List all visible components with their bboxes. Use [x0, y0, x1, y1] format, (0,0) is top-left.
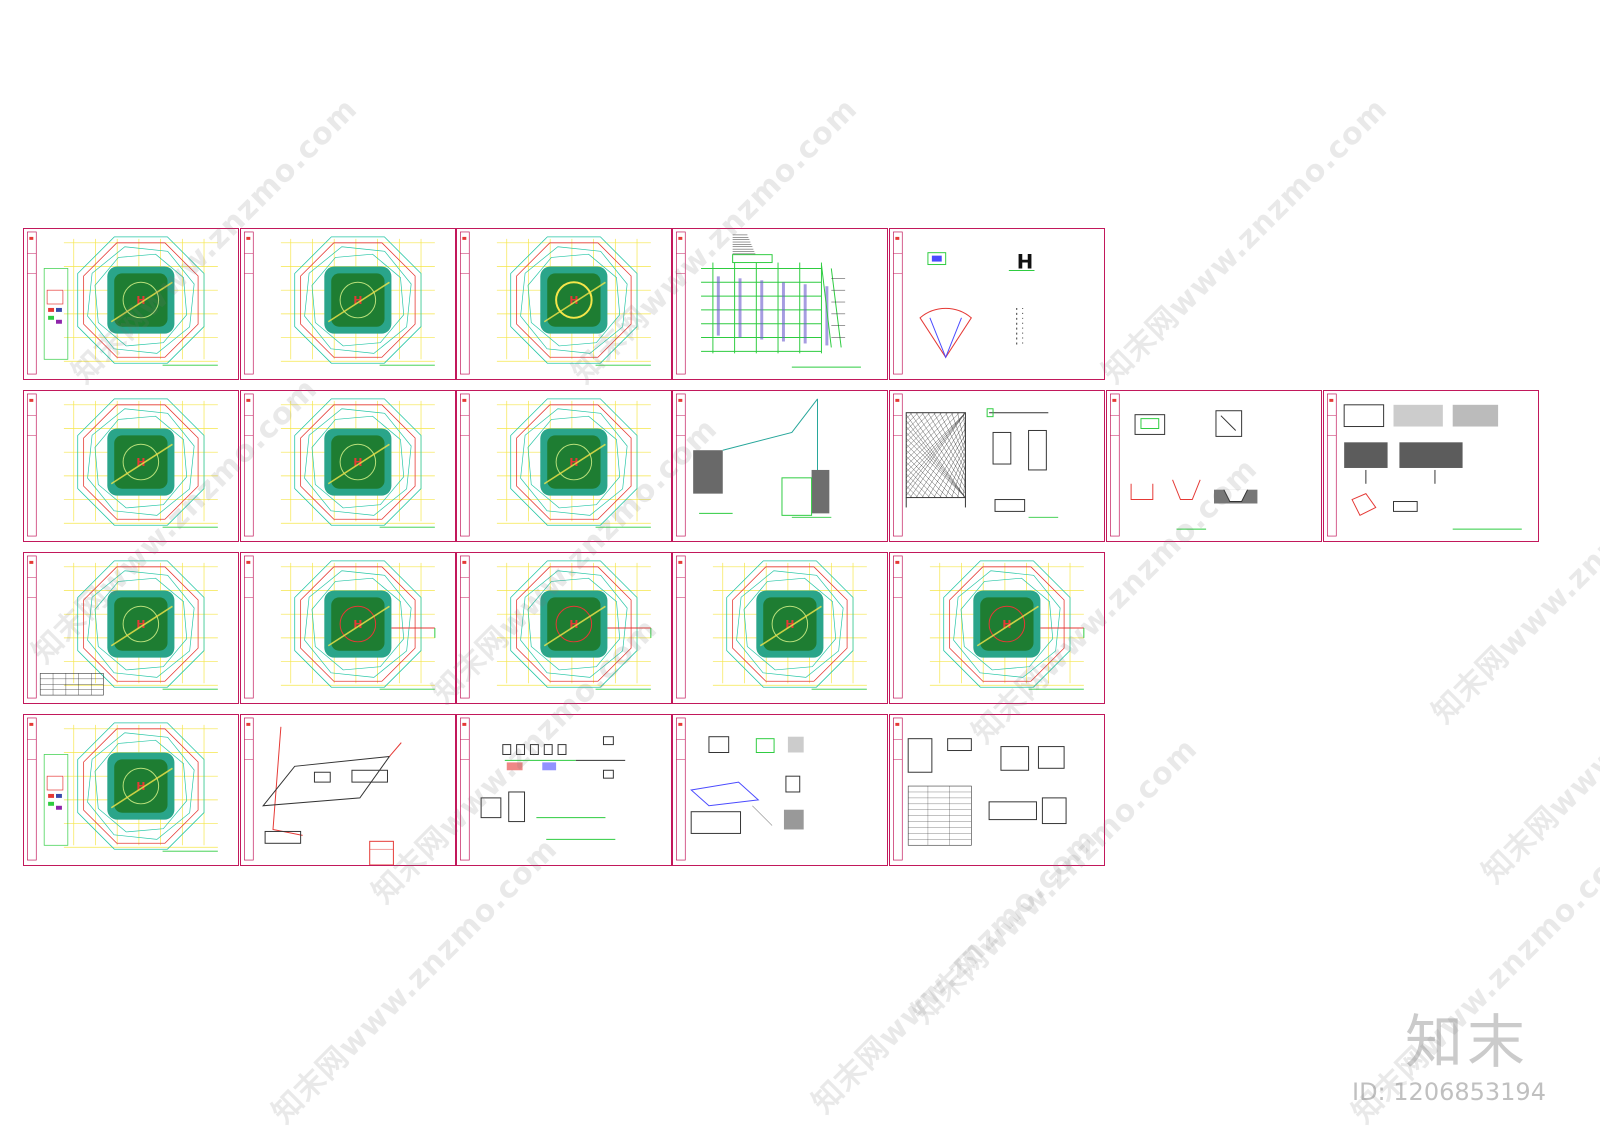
svg-text:H: H — [136, 456, 145, 469]
svg-text:H: H — [136, 618, 145, 631]
drawing-sheet-detail-d[interactable] — [889, 714, 1105, 866]
sheet-drawing: H — [27, 393, 218, 537]
sheet-drawing: H — [27, 717, 218, 861]
sheet-drawing — [460, 717, 626, 861]
svg-text:H: H — [353, 294, 362, 307]
drawing-sheet-detail-b[interactable] — [1323, 390, 1539, 542]
drawing-sheet-plan[interactable]: H — [240, 390, 456, 542]
sheet-drawing — [1327, 393, 1522, 537]
sheet-drawing — [244, 717, 402, 865]
drawing-sheet-detail-c[interactable] — [672, 714, 888, 866]
drawing-sheet-fence[interactable] — [889, 390, 1105, 542]
drawing-sheet-plan-red[interactable]: H — [889, 552, 1105, 704]
sheet-drawing: H — [460, 393, 651, 537]
drawing-sheet-h-mark[interactable]: H — [889, 228, 1105, 380]
drawing-sheet-schematic[interactable] — [456, 714, 672, 866]
drawing-id-label: ID: 1206853194 — [1352, 1078, 1546, 1106]
sheet-drawing — [676, 231, 861, 375]
drawing-sheet-isometric[interactable] — [240, 714, 456, 866]
svg-text:H: H — [1002, 618, 1011, 631]
svg-text:H: H — [785, 618, 794, 631]
drawing-sheet-plan-legend[interactable]: H — [23, 228, 239, 380]
sheet-drawing: H — [27, 231, 218, 375]
svg-text:H: H — [1017, 250, 1034, 273]
sheet-drawing: H — [244, 393, 435, 537]
drawing-sheet-plan[interactable]: H — [672, 552, 888, 704]
sheet-drawing: H — [893, 555, 1085, 699]
sheet-drawing — [676, 717, 804, 861]
drawing-sheet-detail-a[interactable] — [1106, 390, 1322, 542]
svg-text:H: H — [353, 456, 362, 469]
svg-text:H: H — [353, 618, 362, 631]
svg-text:H: H — [136, 294, 145, 307]
sheet-drawing: H — [244, 231, 435, 375]
drawing-sheet-plan[interactable]: H — [240, 228, 456, 380]
sheet-drawing: H — [244, 555, 436, 699]
drawing-sheet-plan-red[interactable]: H — [456, 552, 672, 704]
drawing-sheet-section[interactable] — [672, 390, 888, 542]
svg-text:H: H — [569, 294, 578, 307]
drawing-sheet-plan-red[interactable]: H — [240, 552, 456, 704]
brand-logo-text: 知末 — [1405, 1008, 1530, 1076]
drawing-sheet-plan[interactable]: H — [456, 390, 672, 542]
drawing-sheet-plan[interactable]: H — [23, 390, 239, 542]
svg-text:H: H — [136, 780, 145, 793]
svg-text:H: H — [569, 456, 578, 469]
sheet-drawing: H — [460, 231, 651, 375]
drawing-sheet-plan-legend[interactable]: H — [23, 714, 239, 866]
sheet-drawing — [893, 393, 1059, 537]
sheet-drawing — [893, 717, 1067, 861]
sheet-drawing: H — [893, 231, 1035, 375]
sheet-drawing — [676, 393, 832, 537]
drawing-sheet-plan-table[interactable]: H — [23, 552, 239, 704]
sheet-drawing — [1110, 393, 1258, 537]
sheet-drawing: H — [676, 555, 867, 699]
drawing-sheet-plan-circle[interactable]: H — [456, 228, 672, 380]
sheet-drawing: H — [27, 555, 218, 699]
sheet-drawing: H — [460, 555, 652, 699]
svg-text:H: H — [569, 618, 578, 631]
drawing-sheet-elevation[interactable] — [672, 228, 888, 380]
